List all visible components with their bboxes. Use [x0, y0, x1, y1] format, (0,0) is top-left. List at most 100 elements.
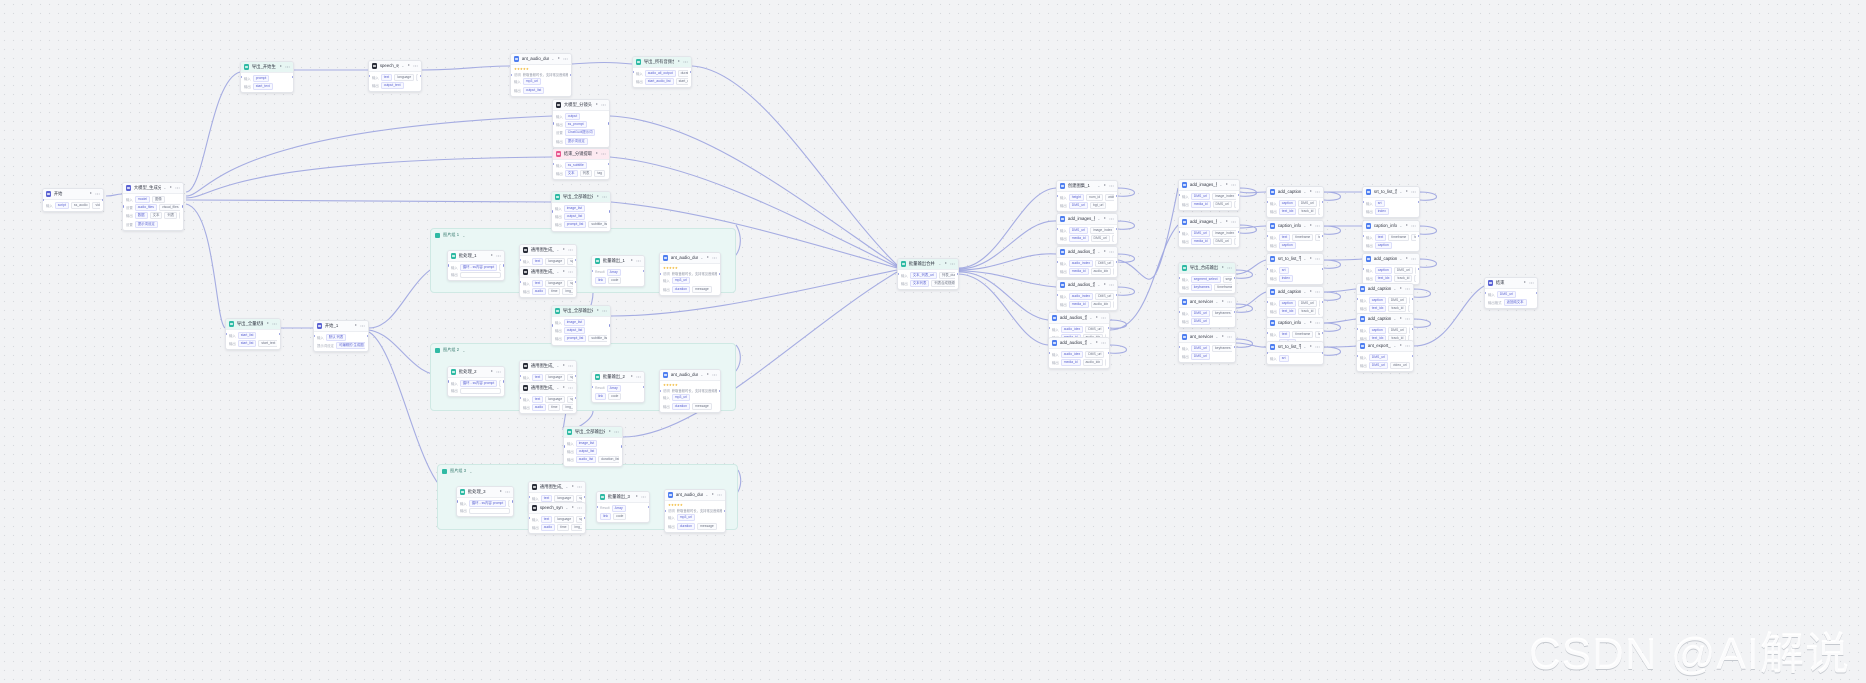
- more-dots-icon[interactable]: [1101, 315, 1106, 321]
- port-chip[interactable]: track_id: [1298, 307, 1317, 315]
- input-port[interactable]: [520, 280, 522, 284]
- port-chip[interactable]: code: [608, 392, 622, 400]
- port-chip[interactable]: audio: [531, 403, 547, 411]
- workflow-node[interactable]: 导出_合成输出输入segment_selectsegment_select输出k…: [1178, 262, 1236, 295]
- port-chip[interactable]: image_list: [575, 439, 598, 447]
- input-port[interactable]: [1267, 200, 1269, 204]
- node-actions[interactable]: [1399, 316, 1410, 322]
- output-port[interactable]: [583, 495, 585, 499]
- input-port[interactable]: [529, 516, 531, 520]
- node-actions[interactable]: [499, 489, 510, 495]
- output-port[interactable]: [502, 264, 504, 267]
- node-header[interactable]: 批量输出_2: [592, 372, 644, 383]
- port-chip[interactable]: code: [608, 276, 622, 284]
- chevron-down-icon[interactable]: ⌄: [1089, 341, 1093, 345]
- input-port[interactable]: [1179, 345, 1181, 349]
- node-header[interactable]: add_audios_音频图集_4⌄: [1049, 338, 1109, 349]
- port-chip[interactable]: 分镜头脚本: [179, 212, 180, 220]
- port-chip[interactable]: object: [1318, 299, 1320, 307]
- workflow-node[interactable]: speech_synthesis_语音合成⌄输入textlanguagespea…: [368, 60, 422, 93]
- port-chip[interactable]: mp3_url: [671, 277, 691, 285]
- node-header[interactable]: srt_to_list_字幕转列表_2⌄: [1267, 342, 1323, 353]
- more-dots-icon[interactable]: [641, 494, 646, 500]
- port-chip[interactable]: DMS_url: [1190, 229, 1210, 237]
- play-icon[interactable]: [89, 192, 94, 197]
- play-icon[interactable]: [944, 262, 949, 267]
- port-chip[interactable]: 循环 - ss内容 prompt: [459, 379, 498, 387]
- play-icon[interactable]: [596, 309, 601, 314]
- more-dots-icon[interactable]: [636, 258, 641, 264]
- port-chip[interactable]: segment_select: [1222, 275, 1232, 283]
- more-dots-icon[interactable]: [1315, 320, 1320, 326]
- node-header[interactable]: caption_info_字幕信息_2⌄: [1267, 318, 1323, 329]
- input-port[interactable]: [1267, 267, 1269, 271]
- chevron-down-icon[interactable]: ⌄: [700, 373, 704, 377]
- chevron-down-icon[interactable]: ⌄: [1303, 345, 1307, 349]
- play-icon[interactable]: [706, 373, 711, 378]
- port-chip[interactable]: video: [92, 201, 100, 209]
- node-header[interactable]: 批处理_1: [448, 251, 504, 262]
- workflow-node[interactable]: 通用图生成_图片_2⌄输入textlanguagespeaker_id输出aud…: [519, 382, 577, 415]
- more-dots-icon[interactable]: [1101, 340, 1106, 346]
- port-chip[interactable]: Array: [606, 384, 621, 392]
- more-dots-icon[interactable]: [1315, 289, 1320, 295]
- port-chip[interactable]: 文本列表: [909, 279, 930, 287]
- port-chip[interactable]: audio_all_output: [644, 69, 676, 77]
- port-chip[interactable]: image_index: [1211, 192, 1236, 200]
- port-chip[interactable]: DMS_url: [1190, 317, 1210, 325]
- chevron-down-icon[interactable]: ⌄: [1303, 321, 1307, 325]
- play-icon[interactable]: [711, 493, 716, 498]
- port-chip[interactable]: DMS_url: [1068, 201, 1088, 209]
- input-port[interactable]: [1049, 351, 1051, 355]
- port-chip[interactable]: Array: [611, 504, 626, 512]
- port-chip[interactable]: DMS_url: [1408, 304, 1410, 312]
- play-icon[interactable]: [1523, 281, 1528, 286]
- port-chip[interactable]: output: [564, 112, 581, 120]
- port-chip[interactable]: segment_select: [1190, 275, 1221, 283]
- node-header[interactable]: 批量输出_3: [597, 492, 649, 503]
- port-chip[interactable]: keyframes: [1190, 283, 1213, 291]
- port-chip[interactable]: speaker_id: [567, 279, 573, 287]
- play-icon[interactable]: [1103, 184, 1108, 189]
- port-chip[interactable]: chimes: [1233, 200, 1236, 208]
- chevron-down-icon[interactable]: ⌄: [1393, 344, 1397, 348]
- port-chip[interactable]: DMS_url: [1318, 207, 1320, 215]
- play-icon[interactable]: [354, 324, 359, 329]
- port-chip[interactable]: subtitle_list: [588, 221, 607, 229]
- more-dots-icon[interactable]: [950, 261, 955, 267]
- port-chip[interactable]: 提示词设定: [134, 220, 158, 228]
- port-chip[interactable]: DMS_url: [1095, 292, 1114, 300]
- port-chip[interactable]: ⌄: [499, 263, 501, 271]
- node-header[interactable]: 通用图生成_小说_1⌄: [520, 245, 576, 256]
- node-actions[interactable]: [1095, 340, 1106, 346]
- more-dots-icon[interactable]: [272, 321, 277, 327]
- play-icon[interactable]: [562, 248, 567, 253]
- port-chip[interactable]: audio_idx: [1090, 300, 1112, 308]
- node-actions[interactable]: [1405, 189, 1416, 195]
- more-dots-icon[interactable]: [1109, 216, 1114, 222]
- port-chip[interactable]: keyframes: [1211, 344, 1232, 352]
- node-actions[interactable]: [596, 194, 607, 200]
- node-header[interactable]: add_images_图集图_1⌄: [1057, 214, 1117, 225]
- more-dots-icon[interactable]: [601, 102, 606, 108]
- output-port[interactable]: [1321, 351, 1323, 355]
- workflow-node[interactable]: add_images_图集图_1⌄输入DMS_urlimage_indexsli…: [1056, 213, 1118, 246]
- input-port[interactable]: [123, 205, 125, 208]
- output-port[interactable]: [1321, 331, 1323, 335]
- chevron-down-icon[interactable]: ⌄: [1393, 317, 1397, 321]
- node-actions[interactable]: [1225, 219, 1236, 225]
- input-port[interactable]: [1057, 293, 1059, 297]
- play-icon[interactable]: [499, 490, 504, 495]
- more-dots-icon[interactable]: [505, 489, 510, 495]
- workflow-node[interactable]: ant_audio_duration_音频时长⌄★★★★★说明获取音频时长，支持…: [510, 53, 572, 97]
- node-actions[interactable]: [1405, 223, 1416, 229]
- node-actions[interactable]: [354, 323, 365, 329]
- port-chip[interactable]: DMS_url: [1113, 300, 1114, 308]
- chevron-down-icon[interactable]: ⌄: [556, 270, 560, 274]
- node-header[interactable]: 大模型_分镜头脚本: [553, 100, 609, 111]
- port-chip[interactable]: 列表: [579, 169, 593, 177]
- port-chip[interactable]: output_list: [563, 212, 586, 220]
- port-chip[interactable]: language: [545, 373, 566, 381]
